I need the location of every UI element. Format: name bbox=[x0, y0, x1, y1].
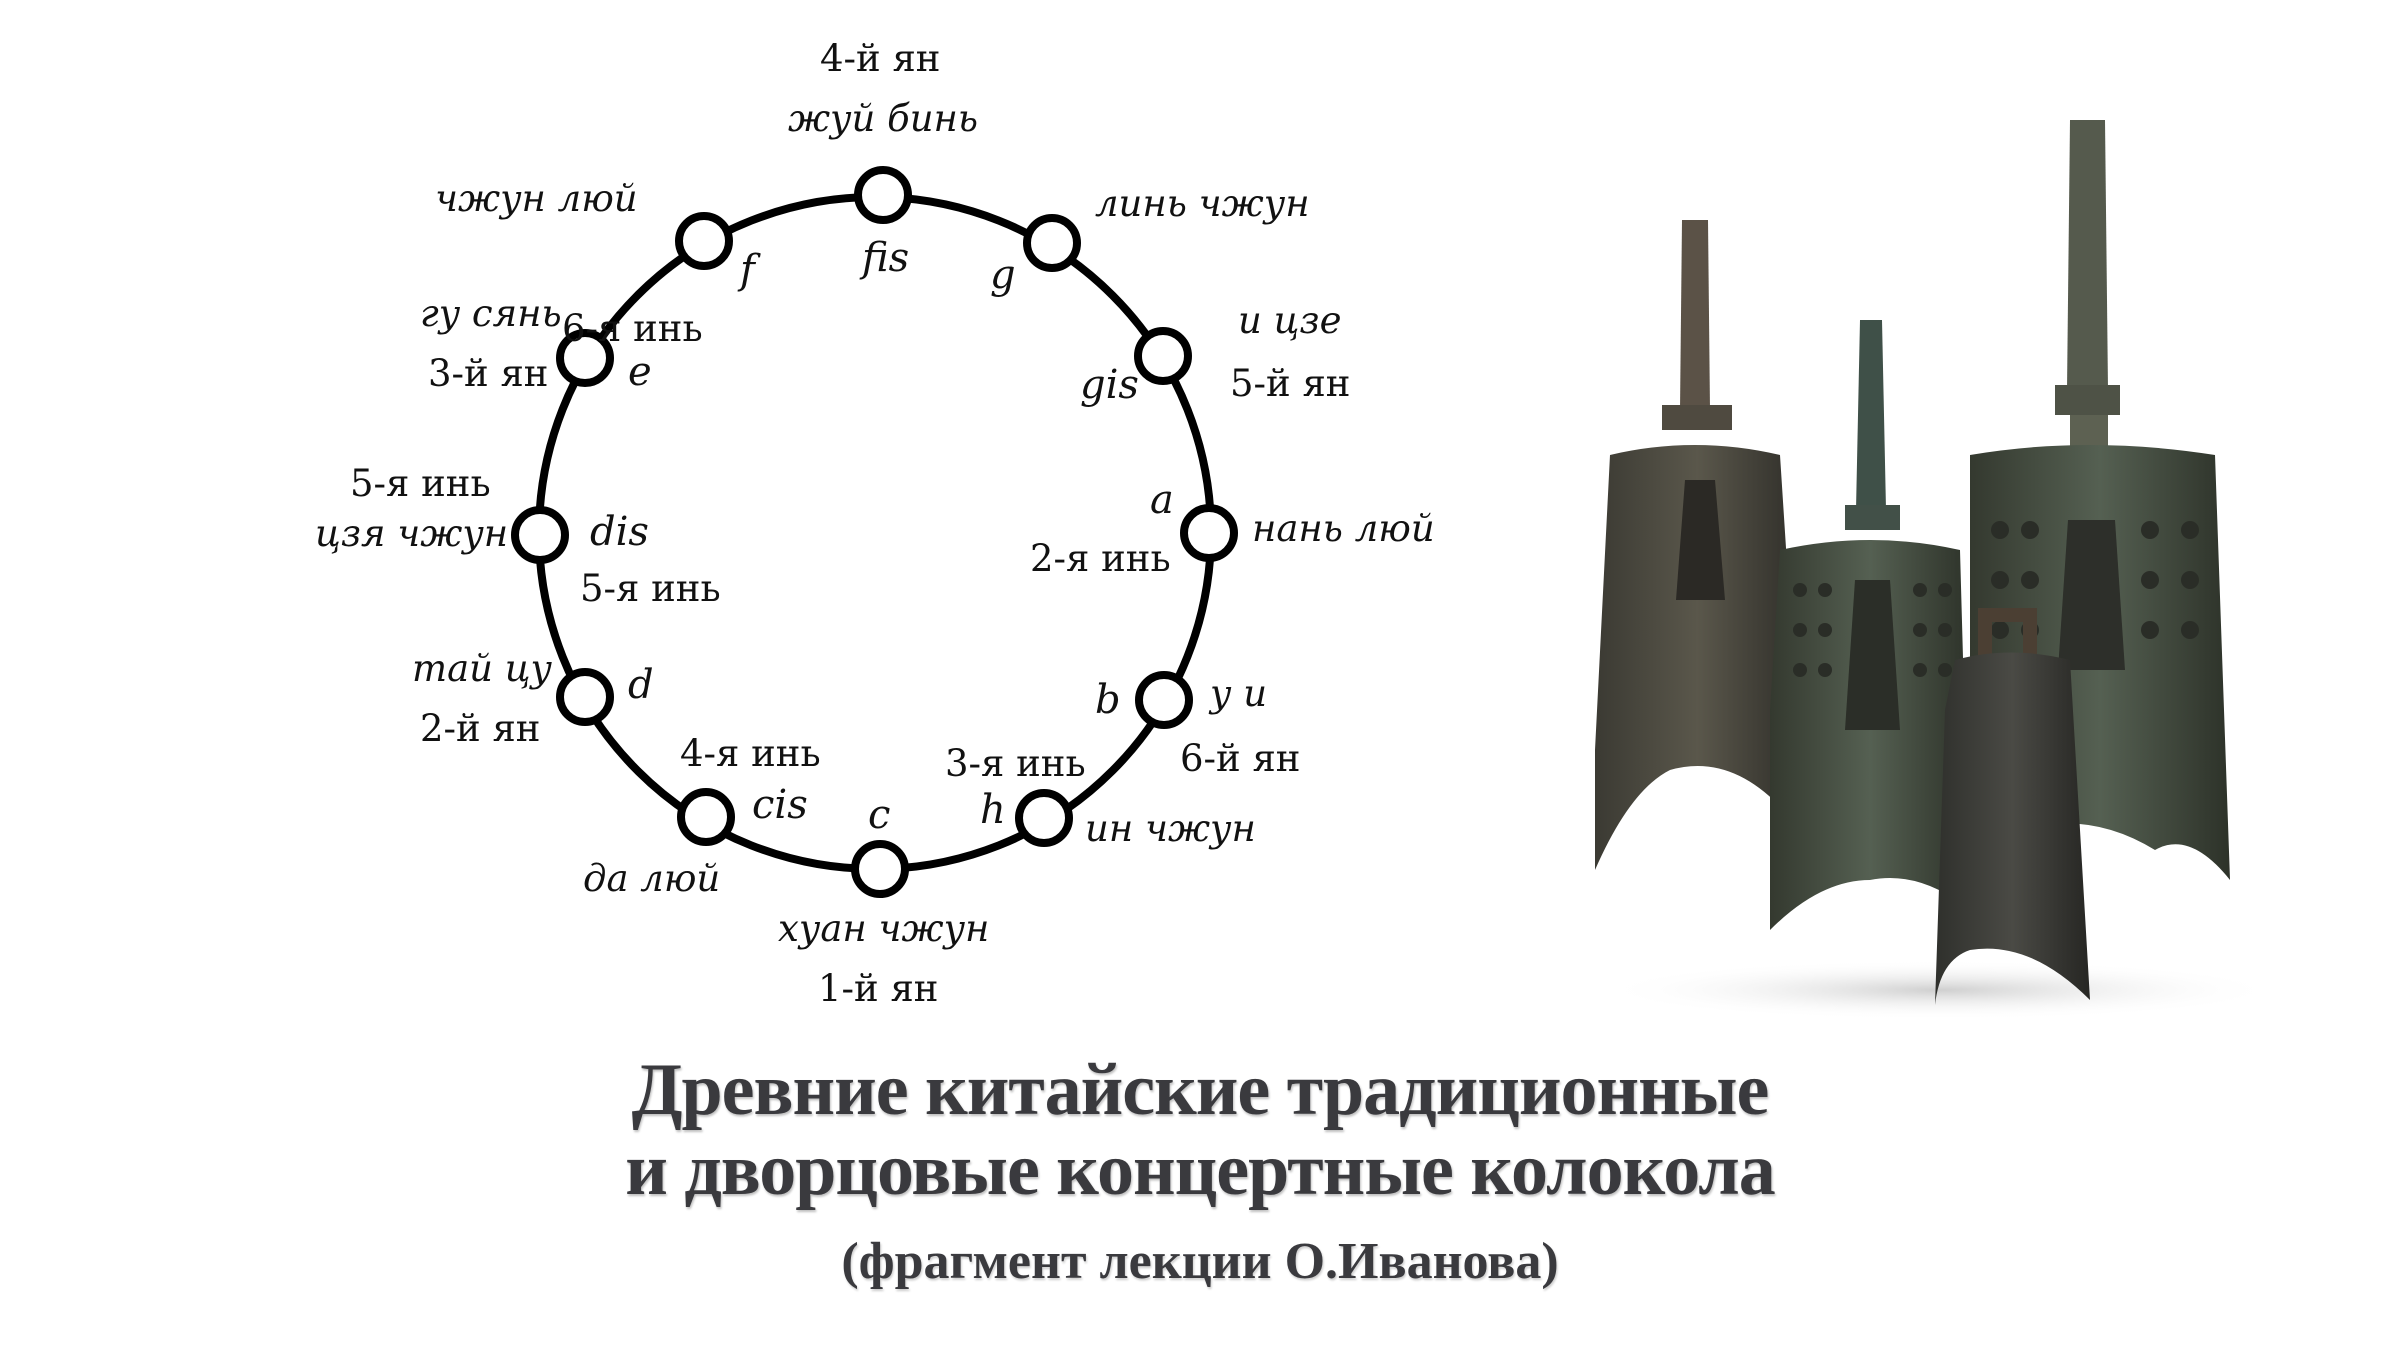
title-block: Древние китайские традиционные и дворцов… bbox=[0, 1050, 2400, 1294]
label-d-order: 2-й ян bbox=[420, 707, 541, 750]
bell-small bbox=[1935, 608, 2090, 1005]
circle-of-tones-graphic bbox=[511, 166, 1238, 898]
node-h bbox=[1015, 789, 1073, 847]
label-e-name: гу сянь bbox=[420, 292, 562, 335]
note-dis: dis bbox=[590, 509, 649, 555]
node-c bbox=[851, 840, 909, 898]
node-gis bbox=[1134, 327, 1192, 385]
label-f-name: чжун люй bbox=[435, 177, 638, 220]
label-dis-order-left: 5-я инь bbox=[350, 462, 491, 505]
label-b-order: 6-й ян bbox=[1180, 737, 1301, 780]
label-fis-order: 4-й ян bbox=[820, 37, 941, 80]
note-f: f bbox=[740, 247, 755, 293]
node-f bbox=[675, 212, 733, 270]
node-dis bbox=[511, 506, 569, 564]
node-g bbox=[1023, 214, 1081, 272]
bell-left bbox=[1595, 220, 1800, 870]
node-cis bbox=[677, 788, 735, 846]
label-dis-name: цзя чжун bbox=[315, 512, 509, 555]
label-h-order: 3-я инь bbox=[945, 742, 1086, 785]
label-d-name: тай цу bbox=[412, 647, 553, 690]
label-e-order: 3-й ян bbox=[428, 352, 549, 395]
note-d: d bbox=[628, 662, 654, 708]
node-a bbox=[1180, 504, 1238, 562]
bell-middle bbox=[1770, 320, 1970, 930]
node-b bbox=[1135, 671, 1193, 729]
note-cis: cis bbox=[752, 782, 808, 828]
label-dis-order-right: 5-я инь bbox=[580, 567, 721, 610]
note-b: b bbox=[1095, 677, 1121, 723]
note-gis: gis bbox=[1080, 362, 1139, 408]
label-fis-name: жуй бинь bbox=[788, 97, 979, 140]
note-e: e bbox=[628, 349, 652, 395]
note-h: h bbox=[980, 787, 1006, 833]
label-b-name: у и bbox=[1210, 672, 1268, 715]
label-c-name: хуан чжун bbox=[778, 907, 990, 950]
label-a-order: 2-я инь bbox=[1030, 537, 1171, 580]
label-gis-order: 5-й ян bbox=[1230, 362, 1351, 405]
label-f-order: 6-я инь bbox=[562, 307, 703, 350]
label-cis-order: 4-я инь bbox=[680, 732, 821, 775]
bronze-bells-photo bbox=[1590, 110, 2290, 1030]
node-fis bbox=[854, 166, 912, 224]
bells-illustration bbox=[1595, 120, 2280, 1020]
label-c-order: 1-й ян bbox=[818, 967, 939, 1010]
title-line-1: Древние китайские традиционные bbox=[631, 1049, 1770, 1131]
label-h-name: ин чжун bbox=[1085, 807, 1256, 850]
note-c: c bbox=[868, 792, 891, 838]
label-gis-name: и цзе bbox=[1238, 299, 1342, 342]
subtitle: (фрагмент лекции О.Иванова) bbox=[841, 1233, 1559, 1290]
label-g-name: линь чжун bbox=[1095, 182, 1310, 225]
twelve-lu-circle-diagram: 4-й ян жуй бинь fis линь чжун g и цзе 5-… bbox=[0, 0, 1500, 1030]
label-cis-name: да люй bbox=[583, 857, 721, 900]
node-d bbox=[556, 668, 614, 726]
label-a-name: нань люй bbox=[1252, 507, 1435, 550]
node-e bbox=[556, 329, 614, 387]
note-a: a bbox=[1150, 477, 1174, 523]
note-fis: fis bbox=[862, 235, 910, 281]
title-line-2: и дворцовые концертные колокола bbox=[625, 1129, 1776, 1211]
note-g: g bbox=[990, 252, 1016, 298]
